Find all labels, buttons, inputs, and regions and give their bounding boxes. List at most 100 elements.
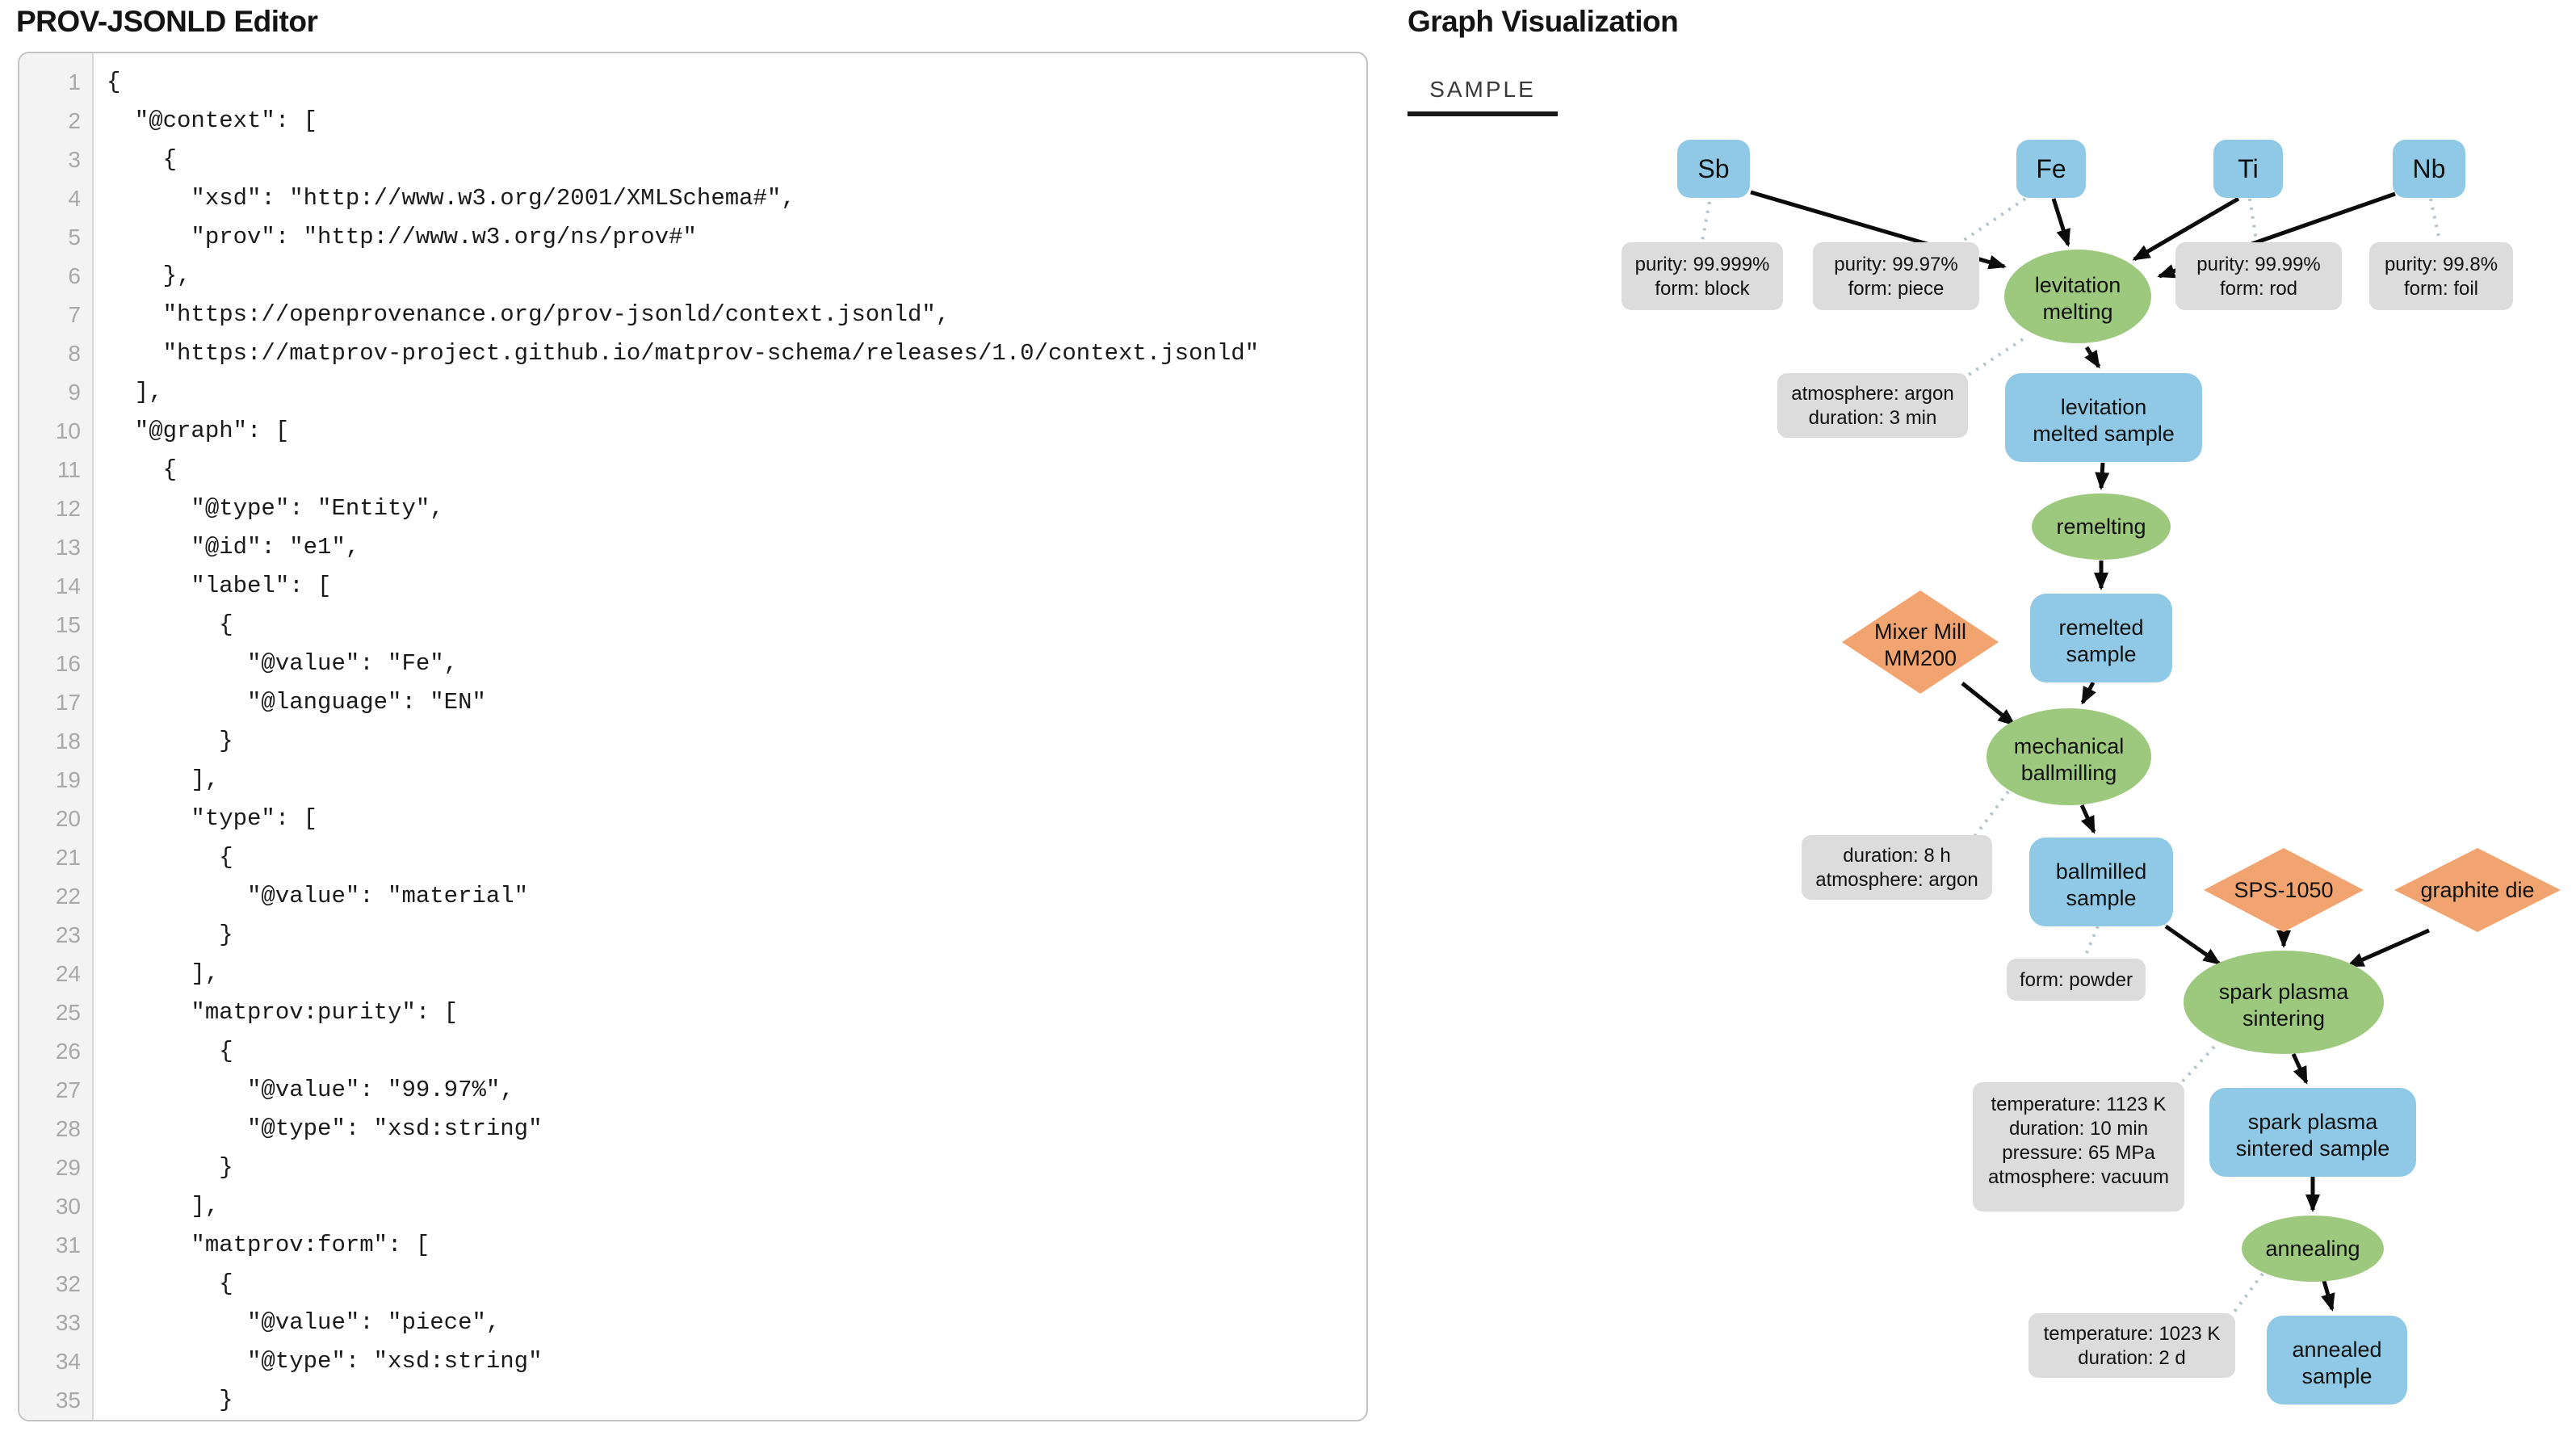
node-nb[interactable]: Nb xyxy=(2393,140,2465,198)
code-line[interactable]: 4 "xsd": "http://www.w3.org/2001/XMLSche… xyxy=(19,179,1366,218)
attr-label-ti: purity: 99.99% form: rod xyxy=(2175,242,2342,310)
code-line[interactable]: 10 "@graph": [ xyxy=(19,412,1366,451)
code-line[interactable]: 2 "@context": [ xyxy=(19,102,1366,141)
provenance-graph: purity: 99.999% form: block purity: 99.9… xyxy=(1622,140,2561,1405)
code-line[interactable]: 33 "@value": "piece", xyxy=(19,1304,1366,1342)
code-line[interactable]: 5 "prov": "http://www.w3.org/ns/prov#" xyxy=(19,218,1366,257)
node-remelted-sample[interactable]: remelted sample xyxy=(2030,594,2172,682)
code-line[interactable]: 8 "https://matprov-project.github.io/mat… xyxy=(19,334,1366,373)
code-line[interactable]: 14 "label": [ xyxy=(19,567,1366,606)
code-line[interactable]: 23 } xyxy=(19,916,1366,955)
attr-label-annealing: temperature: 1023 K duration: 2 d xyxy=(2028,1313,2235,1378)
node-annealing[interactable]: annealing xyxy=(2242,1216,2384,1282)
line-text: { xyxy=(107,456,178,483)
code-lines[interactable]: 1 { 2 "@context": [ 3 { 4 "xsd": "http:/… xyxy=(19,63,1366,1420)
node-graphite-die[interactable]: graphite die xyxy=(2394,848,2561,932)
line-text: ], xyxy=(107,960,220,987)
entity-box[interactable] xyxy=(2029,838,2173,926)
entity-nodes: Sb Fe Ti Nb levitation melted sample xyxy=(1677,140,2465,1405)
attr-box xyxy=(2028,1313,2235,1378)
line-number: 8 xyxy=(68,341,81,366)
code-line[interactable]: 11 { xyxy=(19,451,1366,489)
entity-box[interactable] xyxy=(2016,140,2086,198)
node-ballmilled-sample[interactable]: ballmilled sample xyxy=(2029,838,2173,926)
code-line[interactable]: 35 } xyxy=(19,1381,1366,1420)
code-line[interactable]: 19 ], xyxy=(19,761,1366,800)
jsonld-code-editor[interactable]: 1 { 2 "@context": [ 3 { 4 "xsd": "http:/… xyxy=(18,52,1368,1421)
line-number: 18 xyxy=(55,728,81,754)
line-text: { xyxy=(107,146,178,173)
code-line[interactable]: 12 "@type": "Entity", xyxy=(19,489,1366,528)
line-number: 22 xyxy=(55,884,81,909)
code-line[interactable]: 21 { xyxy=(19,838,1366,877)
code-line[interactable]: 22 "@value": "material" xyxy=(19,877,1366,916)
code-line[interactable]: 17 "@language": "EN" xyxy=(19,683,1366,722)
node-mechanical-ballmilling[interactable]: mechanical ballmilling xyxy=(1987,708,2151,805)
node-sb[interactable]: Sb xyxy=(1677,140,1750,198)
entity-box[interactable] xyxy=(2209,1088,2416,1177)
code-line[interactable]: 25 "matprov:purity": [ xyxy=(19,993,1366,1032)
node-spark-plasma-sintered-sample[interactable]: spark plasma sintered sample xyxy=(2209,1088,2416,1177)
code-line[interactable]: 30 ], xyxy=(19,1187,1366,1226)
code-line[interactable]: 3 { xyxy=(19,141,1366,179)
line-number: 12 xyxy=(55,496,81,521)
code-line[interactable]: 32 { xyxy=(19,1265,1366,1304)
code-line[interactable]: 24 ], xyxy=(19,955,1366,993)
edge-lm-lms xyxy=(2084,346,2101,369)
code-line[interactable]: 1 { xyxy=(19,63,1366,102)
line-text: "label": [ xyxy=(107,573,332,599)
code-line[interactable]: 7 "https://openprovenance.org/prov-jsonl… xyxy=(19,296,1366,334)
activity-ellipse[interactable] xyxy=(2242,1216,2384,1282)
line-number: 31 xyxy=(55,1232,81,1258)
code-line[interactable]: 26 { xyxy=(19,1032,1366,1071)
tab-sample[interactable]: SAMPLE xyxy=(1408,68,1558,116)
entity-box[interactable] xyxy=(2005,373,2202,462)
code-line[interactable]: 31 "matprov:form": [ xyxy=(19,1226,1366,1265)
attr-line: atmosphere: vacuum xyxy=(1988,1166,2169,1188)
node-label: MM200 xyxy=(1884,646,1957,670)
node-levitation-melted-sample[interactable]: levitation melted sample xyxy=(2005,373,2202,462)
node-mixer-mill-mm200[interactable]: Mixer Mill MM200 xyxy=(1842,590,1999,694)
attr-line: atmosphere: argon xyxy=(1815,869,1978,891)
entity-box[interactable] xyxy=(2030,594,2172,682)
entity-box[interactable] xyxy=(2213,140,2283,198)
line-text: ], xyxy=(107,379,163,405)
node-sps-1050[interactable]: SPS-1050 xyxy=(2204,848,2364,932)
activity-ellipse[interactable] xyxy=(1987,708,2151,805)
entity-box[interactable] xyxy=(2267,1316,2407,1405)
code-line[interactable]: 6 }, xyxy=(19,257,1366,296)
node-spark-plasma-sintering[interactable]: spark plasma sintering xyxy=(2184,951,2384,1054)
agent-diamond[interactable] xyxy=(2394,848,2561,932)
node-levitation-melting[interactable]: levitation melting xyxy=(2004,250,2151,343)
attr-line: duration: 2 d xyxy=(2078,1347,2185,1369)
attr-line: temperature: 1123 K xyxy=(1991,1094,2166,1115)
code-line[interactable]: 34 "@type": "xsd:string" xyxy=(19,1342,1366,1381)
code-line[interactable]: 29 } xyxy=(19,1148,1366,1187)
line-text: { xyxy=(107,844,233,871)
code-line[interactable]: 28 "@type": "xsd:string" xyxy=(19,1110,1366,1148)
activity-ellipse[interactable] xyxy=(2184,951,2384,1054)
code-line[interactable]: 9 ], xyxy=(19,373,1366,412)
node-annealed-sample[interactable]: annealed sample xyxy=(2267,1316,2407,1405)
line-text: "matprov:form": [ xyxy=(107,1232,430,1258)
code-line[interactable]: 20 "type": [ xyxy=(19,800,1366,838)
activity-ellipse[interactable] xyxy=(2032,493,2171,560)
code-line[interactable]: 13 "@id": "e1", xyxy=(19,528,1366,567)
entity-box[interactable] xyxy=(2393,140,2465,198)
agent-diamond[interactable] xyxy=(1842,590,1999,694)
node-ti[interactable]: Ti xyxy=(2213,140,2283,198)
agent-diamond[interactable] xyxy=(2204,848,2364,932)
node-remelting[interactable]: remelting xyxy=(2032,493,2171,560)
code-line[interactable]: 15 { xyxy=(19,606,1366,645)
code-line[interactable]: 18 } xyxy=(19,722,1366,761)
activity-ellipse[interactable] xyxy=(2004,250,2151,343)
node-label: melted sample xyxy=(2033,422,2175,446)
edge-an-as xyxy=(2321,1280,2335,1312)
node-fe[interactable]: Fe xyxy=(2016,140,2086,198)
code-line[interactable]: 27 "@value": "99.97%", xyxy=(19,1071,1366,1110)
entity-box[interactable] xyxy=(1677,140,1750,198)
code-line[interactable]: 16 "@value": "Fe", xyxy=(19,645,1366,683)
line-number: 10 xyxy=(55,418,81,443)
node-label: ballmilled xyxy=(2056,859,2147,884)
